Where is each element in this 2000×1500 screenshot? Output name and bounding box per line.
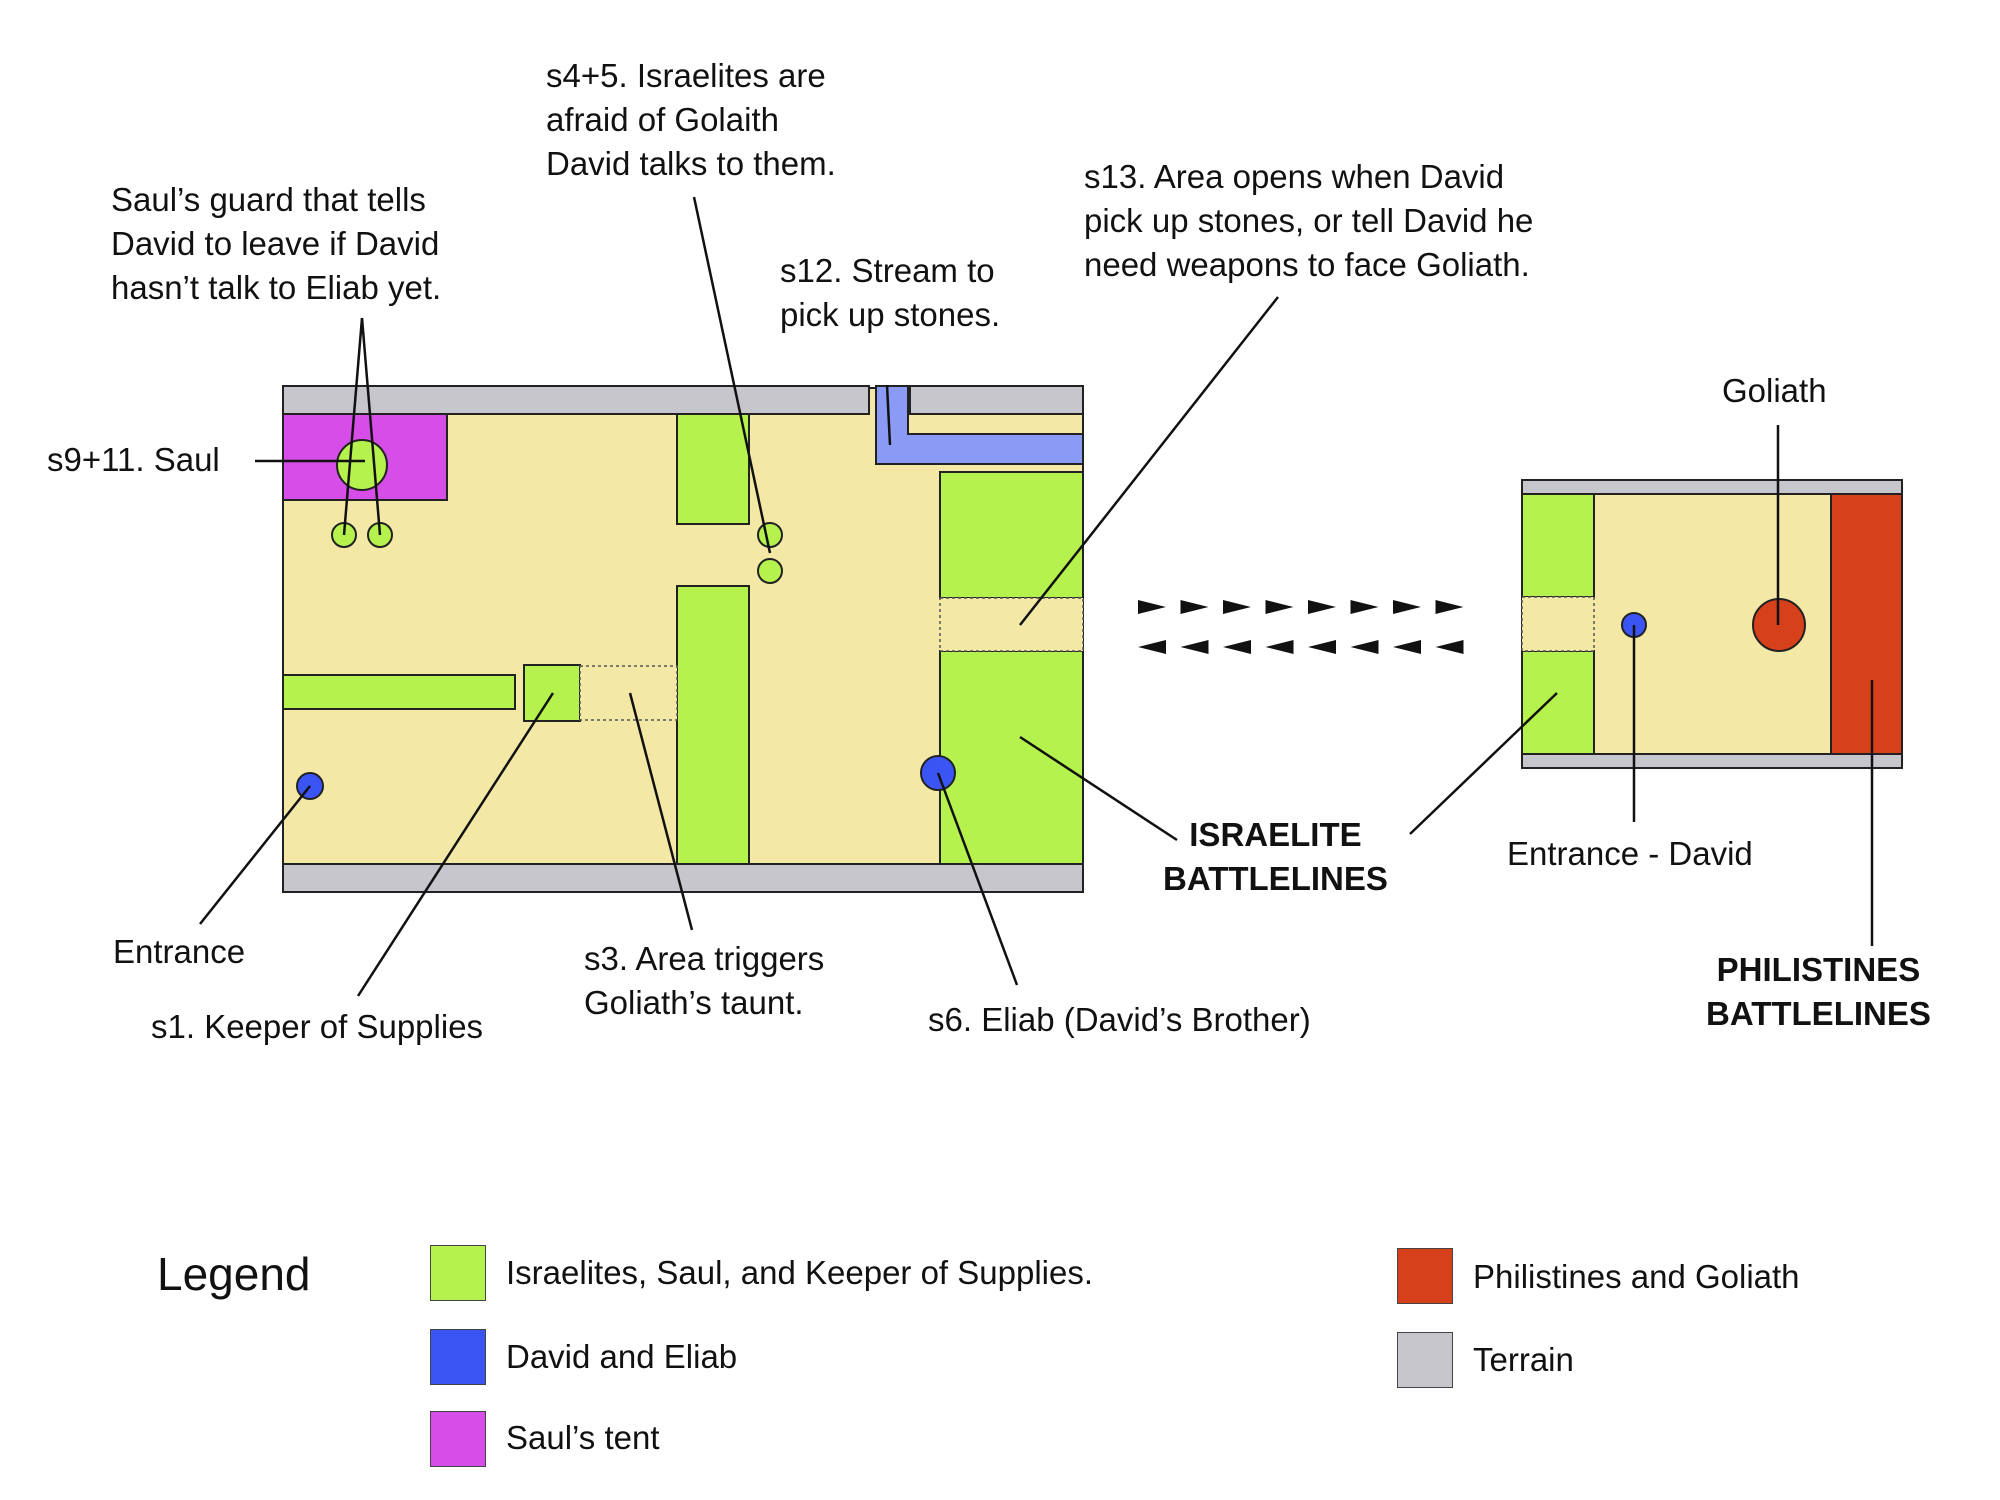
israelite-battlelines-label: ISRAELITE BATTLELINES [1163, 813, 1388, 901]
travel-arrows [1138, 600, 1464, 654]
legend-swatch-israelites [430, 1245, 486, 1301]
guard-line-2: David to leave if David [111, 225, 440, 262]
taunt-line-1: s3. Area triggers [584, 940, 825, 977]
saul-marker [336, 439, 388, 491]
area-opens-annotation: s13. Area opens when David pick up stone… [1084, 155, 1533, 287]
philistines-battlelines-line-1: PHILISTINES [1716, 951, 1921, 988]
goliath-annotation: Goliath [1722, 372, 1827, 409]
stream-annotation: s12. Stream to pick up stones. [780, 249, 1000, 337]
legend-label-philistines: Philistines and Goliath [1473, 1258, 1800, 1295]
legend-label-terrain: Terrain [1473, 1341, 1574, 1378]
battlefield-opening [1521, 596, 1595, 652]
israelite-block-top-middle [676, 413, 750, 525]
afraid-line-2: afraid of Golaith [546, 101, 779, 138]
taunt-line-2: Goliath’s taunt. [584, 984, 804, 1021]
opens-line-3: need weapons to face Goliath. [1084, 246, 1530, 283]
israelite-battleline-bottom [939, 650, 1084, 865]
israelite-soldier-2 [757, 558, 783, 584]
battlefield-map [1521, 479, 1903, 769]
battlefield-top-terrain [1521, 479, 1903, 495]
top-terrain-right [909, 385, 1084, 415]
afraid-line-3: David talks to them. [546, 145, 836, 182]
israelite-line-top [1521, 493, 1595, 598]
israelite-camp-map [282, 385, 1084, 893]
battleline-opening-area [939, 597, 1084, 652]
arrow-right [1308, 600, 1336, 614]
eliab-annotation: s6. Eliab (David’s Brother) [928, 1001, 1311, 1038]
entrance-david-annotation: Entrance - David [1507, 835, 1753, 872]
bottom-terrain [282, 863, 1084, 893]
arrow-right [1138, 600, 1166, 614]
israelites-afraid-annotation: s4+5. Israelites are afraid of Golaith D… [546, 54, 836, 186]
israelite-line-bottom [1521, 650, 1595, 755]
opens-line-1: s13. Area opens when David [1084, 158, 1505, 195]
arrow-right [1435, 600, 1464, 614]
israelite-battleline-top [939, 471, 1084, 599]
arrow-right [1265, 600, 1294, 614]
arrow-left [1435, 640, 1464, 654]
legend-title: Legend [157, 1248, 311, 1300]
stream-line-1: s12. Stream to [780, 252, 995, 289]
legend-swatch-terrain [1397, 1332, 1453, 1388]
israelite-battlelines-line-2: BATTLELINES [1163, 860, 1388, 897]
goliath-taunt-trigger-area [579, 665, 678, 721]
battlefield-bottom-terrain [1521, 753, 1903, 769]
arrow-left [1180, 640, 1209, 654]
philistine-line [1830, 493, 1903, 755]
philistines-battlelines-line-2: BATTLELINES [1706, 995, 1931, 1032]
arrow-left [1138, 640, 1166, 654]
legend-label-saul-tent: Saul’s tent [506, 1419, 660, 1456]
saul-annotation: s9+11. Saul [47, 441, 220, 478]
legend-swatch-saul-tent [430, 1411, 486, 1467]
israelite-block-middle [676, 585, 750, 865]
legend-label-israelites: Israelites, Saul, and Keeper of Supplies… [506, 1254, 1094, 1291]
israelite-battlelines-line-1: ISRAELITE [1189, 816, 1362, 853]
stream [875, 385, 1084, 465]
guard-line-3: hasn’t talk to Eliab yet. [111, 269, 442, 306]
legend-swatch-david [430, 1329, 486, 1385]
arrow-left [1265, 640, 1294, 654]
arrow-left [1350, 640, 1379, 654]
stream-line-2: pick up stones. [780, 296, 1001, 333]
arrow-left [1393, 640, 1421, 654]
top-terrain [282, 385, 870, 415]
israelite-soldier-1 [757, 522, 783, 548]
afraid-line-1: s4+5. Israelites are [546, 57, 826, 94]
arrow-right [1393, 600, 1421, 614]
saul-guard-annotation: Saul’s guard that tells David to leave i… [111, 178, 441, 310]
keeper-annotation: s1. Keeper of Supplies [151, 1008, 484, 1045]
arrow-left [1223, 640, 1251, 654]
legend-swatch-philistines [1397, 1248, 1453, 1304]
arrow-left [1308, 640, 1336, 654]
arrow-right [1350, 600, 1379, 614]
arrow-right [1180, 600, 1209, 614]
arrow-right [1223, 600, 1251, 614]
entrance-annotation: Entrance [113, 933, 246, 970]
taunt-annotation: s3. Area triggers Goliath’s taunt. [584, 937, 824, 1025]
opens-line-2: pick up stones, or tell David he [1084, 202, 1534, 239]
legend-label-david: David and Eliab [506, 1338, 738, 1375]
israelite-block-left-bar [282, 674, 516, 710]
philistines-battlelines-label: PHILISTINES BATTLELINES [1706, 948, 1931, 1036]
leader-lines [199, 196, 1874, 997]
guard-line-1: Saul’s guard that tells [111, 181, 426, 218]
